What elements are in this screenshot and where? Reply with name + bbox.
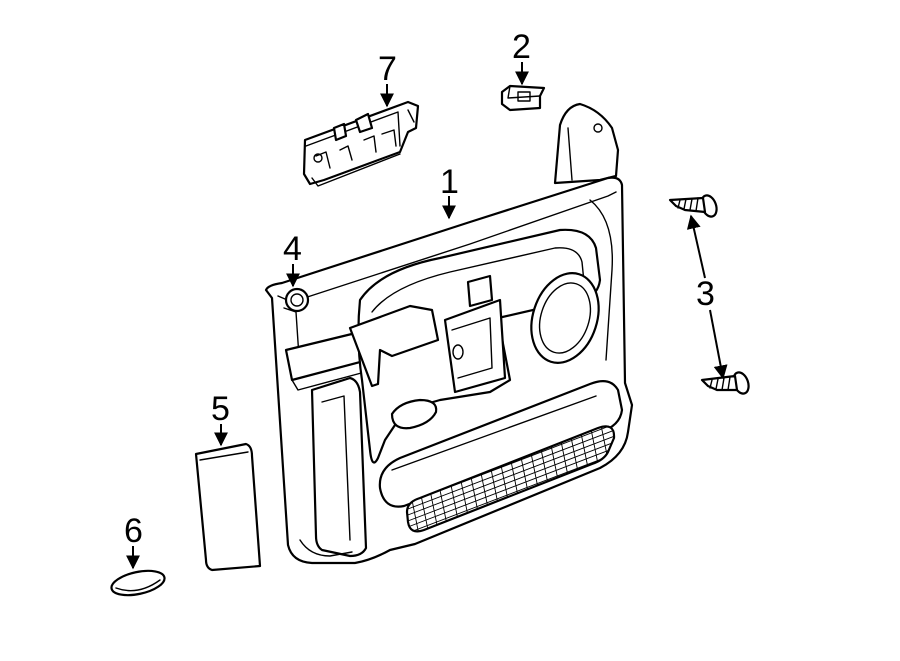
switch-bezel[interactable] — [302, 100, 420, 187]
callout-4: 4 — [283, 230, 302, 288]
callout-7: 7 — [378, 50, 397, 108]
callout-6-label: 6 — [124, 512, 143, 550]
callout-4-label: 4 — [283, 230, 302, 268]
callout-3-label: 3 — [696, 275, 715, 313]
door-trim-panel[interactable] — [264, 102, 634, 565]
callout-3: 3 — [686, 214, 728, 380]
screw-upper[interactable] — [668, 193, 719, 218]
retainer-clip[interactable] — [500, 84, 546, 112]
callout-2-label: 2 — [512, 28, 531, 66]
pull-handle-cover[interactable] — [194, 442, 262, 572]
callout-6: 6 — [124, 512, 143, 570]
trim-cap[interactable] — [109, 567, 166, 600]
access-plug[interactable] — [284, 287, 310, 313]
callout-5: 5 — [211, 390, 230, 447]
callout-1: 1 — [440, 163, 459, 220]
callout-7-label: 7 — [378, 50, 397, 88]
speaker-grille — [407, 426, 615, 532]
screw-lower[interactable] — [700, 370, 751, 395]
callout-1-label: 1 — [440, 163, 459, 201]
callout-5-label: 5 — [211, 390, 230, 428]
callout-2: 2 — [512, 28, 531, 86]
